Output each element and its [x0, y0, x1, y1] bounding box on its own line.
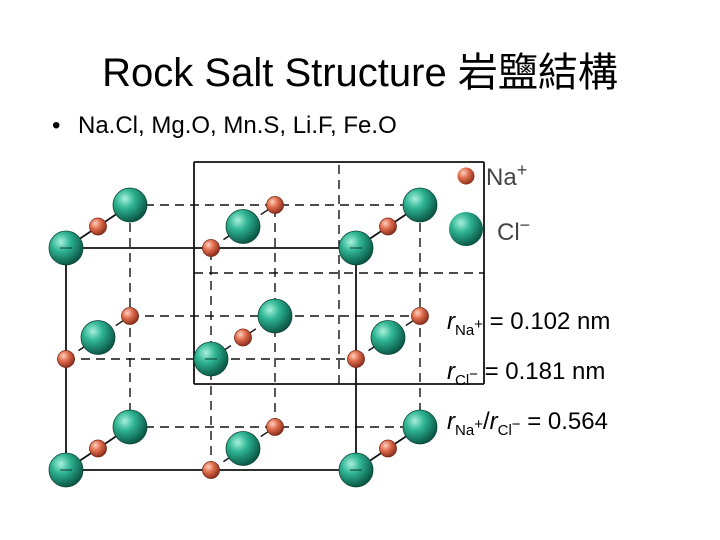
compound-list: Na.Cl, Mg.O, Mn.S, Li.F, Fe.O	[78, 112, 397, 139]
ion-atoms	[48, 187, 438, 488]
na-ion	[234, 328, 252, 347]
radius-na: rNa+ = 0.102 nm	[447, 308, 611, 339]
na-ion	[347, 350, 365, 368]
na-ion	[202, 239, 220, 257]
na-ion	[89, 439, 107, 458]
cl-ion	[225, 431, 261, 466]
radius-ratio: rNa+/rCl− = 0.564	[447, 408, 608, 439]
bullet-item: • Na.Cl, Mg.O, Mn.S, Li.F, Fe.O	[52, 112, 397, 140]
bullet-dot: •	[52, 112, 61, 139]
na-ion	[89, 217, 107, 236]
cl-ion	[80, 320, 116, 355]
na-ion	[379, 217, 397, 236]
na-ion	[266, 196, 284, 214]
na-ion	[379, 439, 397, 458]
cl-ion	[225, 209, 261, 244]
cl-ion	[257, 298, 293, 334]
legend-atoms	[449, 167, 483, 246]
slide-title: Rock Salt Structure 岩鹽結構	[102, 51, 618, 95]
radius-cl: rCl− = 0.181 nm	[447, 358, 606, 389]
na-ion	[121, 307, 139, 325]
na-ion	[57, 350, 75, 368]
cl-ion	[402, 409, 438, 445]
cl-ion	[370, 320, 406, 355]
cl-ion	[402, 187, 438, 223]
legend-na-label: Na+	[486, 160, 528, 191]
legend-na-sphere	[457, 167, 475, 185]
cl-ion	[112, 187, 148, 223]
cl-ion	[112, 409, 148, 445]
legend-cl-label: Cl−	[497, 215, 531, 246]
na-ion	[411, 307, 429, 325]
na-ion	[202, 461, 220, 479]
legend-cl-sphere	[449, 212, 483, 246]
na-ion	[266, 418, 284, 436]
